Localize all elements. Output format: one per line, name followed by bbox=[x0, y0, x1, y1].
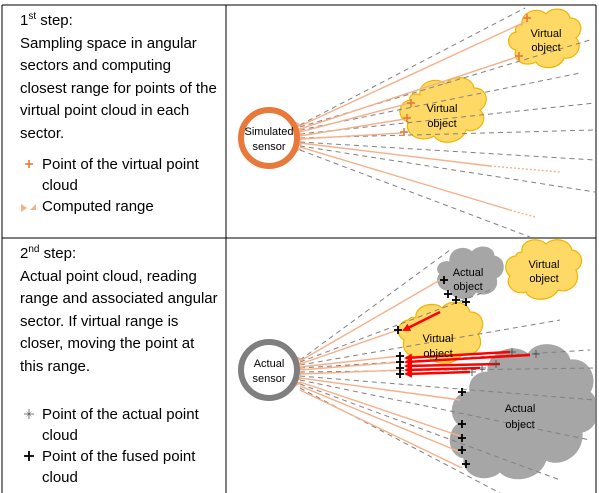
thin-star-icon bbox=[24, 409, 34, 419]
actual-points bbox=[468, 348, 540, 376]
fusion-arrows bbox=[402, 310, 531, 378]
virtual-object-cloud-top bbox=[507, 8, 582, 69]
legend-actual-point: Point of the actual point cloud bbox=[20, 404, 225, 446]
legend-computed-range: Computed range bbox=[20, 196, 225, 217]
step2-heading: 2nd step: bbox=[20, 244, 77, 263]
virtual-object-label: object bbox=[529, 273, 558, 285]
sensor-label-line2: sensor bbox=[252, 141, 285, 153]
range-lines bbox=[299, 279, 463, 469]
orange-plus-icon bbox=[25, 160, 33, 168]
actual-object-label: Actual bbox=[505, 403, 536, 415]
range-lines bbox=[299, 21, 561, 218]
actual-object-label: object bbox=[505, 419, 534, 431]
step1-diagram: Simulated sensor Virtual object Virtual … bbox=[238, 7, 595, 237]
step2-text: 2nd step: Actual point cloud, reading ra… bbox=[20, 243, 220, 378]
step1-text: 1st step: Sampling space in angular sect… bbox=[20, 10, 220, 145]
virtual-points bbox=[400, 14, 531, 136]
virtual-object-label: object bbox=[423, 348, 452, 360]
legend-fused-point: Point of the fused point cloud bbox=[20, 446, 225, 488]
legend-virtual-point: Point of the virtual point cloud bbox=[20, 154, 225, 196]
step2-description: Actual point cloud, reading range and as… bbox=[20, 267, 218, 375]
simulated-sensor bbox=[238, 107, 300, 169]
actual-object-cloud-large bbox=[449, 344, 595, 480]
virtual-object-label: Virtual bbox=[427, 103, 458, 115]
actual-sensor bbox=[238, 339, 300, 401]
step1-legend: Point of the virtual point cloud Compute… bbox=[20, 154, 225, 217]
virtual-object-label: Virtual bbox=[423, 333, 454, 345]
step1-heading: 1st step: bbox=[20, 11, 73, 30]
actual-object-label: Actual bbox=[453, 267, 484, 279]
step1-description: Sampling space in angular sectors and co… bbox=[20, 34, 217, 142]
virtual-object-label: Virtual bbox=[531, 28, 562, 40]
virtual-object-cloud-top bbox=[505, 239, 583, 300]
virtual-object-label: object bbox=[427, 118, 456, 130]
virtual-object-label: Virtual bbox=[529, 259, 560, 271]
black-plus-icon bbox=[24, 451, 34, 461]
virtual-object-label: object bbox=[531, 42, 560, 54]
sensor-label-line1: Actual bbox=[254, 358, 285, 370]
actual-object-label: object bbox=[453, 281, 482, 293]
range-chevron-icon bbox=[21, 204, 36, 212]
fused-points bbox=[394, 276, 470, 468]
step2-diagram: Actual sensor Actual object Virtual obje… bbox=[238, 239, 595, 493]
sensor-label-line2: sensor bbox=[252, 373, 285, 385]
sensor-label-line1: Simulated bbox=[245, 126, 294, 138]
step2-legend: Point of the actual point cloud Point of… bbox=[20, 404, 225, 488]
actual-object-cloud-small bbox=[437, 246, 504, 299]
